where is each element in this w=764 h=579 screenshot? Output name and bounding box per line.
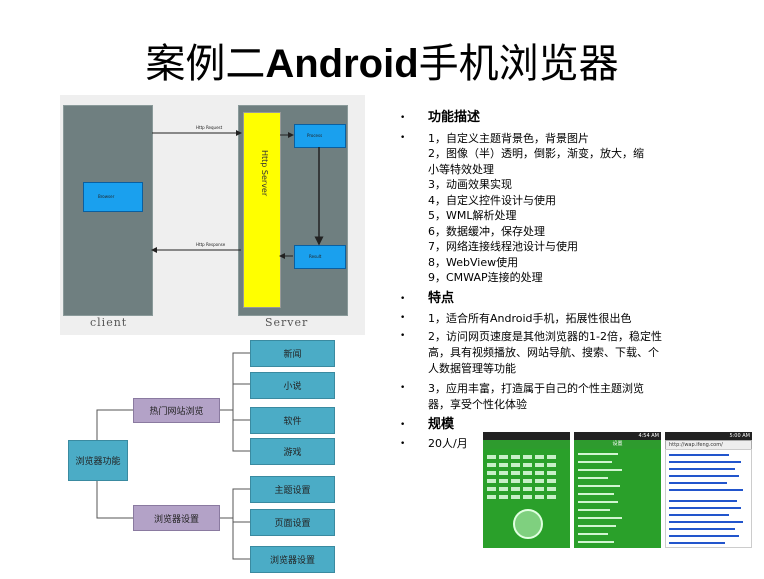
- feature-item: 小等特效处理: [428, 163, 494, 176]
- tree-branch-hot-sites: 热门网站浏览: [133, 398, 220, 423]
- characteristic-item: 1，适合所有Android手机，拓展性很出色: [428, 312, 632, 325]
- heading-feature-description: 功能描述: [428, 110, 481, 125]
- feature-item: 4，自定义控件设计与使用: [428, 194, 556, 207]
- tree-leaf-browser-settings: 浏览器设置: [250, 546, 335, 573]
- feature-item: 7，网络连接线程池设计与使用: [428, 240, 578, 253]
- request-arrow-label: Http Request: [196, 125, 223, 130]
- slide-title: 案例二Android手机浏览器: [0, 38, 764, 90]
- client-browser-box: Browser: [83, 182, 143, 212]
- title-bar: [483, 440, 570, 449]
- server-label: Server: [265, 316, 309, 329]
- feature-item: 2，图像（半）透明，倒影，渐变，放大，缩: [428, 147, 644, 160]
- title-part-2: 手机浏览器: [418, 41, 619, 87]
- tree-branch-settings: 浏览器设置: [133, 505, 220, 531]
- http-server-bar: [243, 112, 281, 308]
- tree-root-node: 浏览器功能: [68, 440, 128, 481]
- characteristic-item: 高，具有视频播放、网站导航、搜索、下载、个: [428, 346, 659, 359]
- server-result-box: Result: [294, 245, 346, 269]
- bullet: •: [400, 133, 406, 143]
- server-process-box: Process: [294, 124, 346, 148]
- client-inner-label: Browser: [98, 194, 115, 199]
- home-grid: [483, 449, 570, 548]
- feature-item: 8，WebView使用: [428, 256, 519, 269]
- tree-leaf-novels: 小说: [250, 372, 335, 399]
- bullet: •: [400, 294, 406, 304]
- status-bar: 5:00 AM: [665, 432, 752, 440]
- status-bar: [483, 432, 570, 440]
- feature-item: 3，动画效果实现: [428, 178, 512, 191]
- feature-item: 1，自定义主题背景色，背景图片: [428, 132, 589, 145]
- bullet: •: [400, 313, 406, 323]
- status-bar: 4:54 AM: [574, 432, 661, 440]
- status-time: 5:00 AM: [729, 433, 750, 439]
- server-top-label: Process: [307, 133, 323, 138]
- characteristic-item: 器，享受个性化体验: [428, 398, 527, 411]
- tree-leaf-page-settings: 页面设置: [250, 509, 335, 536]
- tree-leaf-theme-settings: 主题设置: [250, 476, 335, 503]
- http-server-label: Http Server: [260, 150, 269, 197]
- feature-item: 9，CMWAP连接的处理: [428, 271, 543, 284]
- title-part-1: 案例二: [145, 41, 266, 87]
- settings-title: 设置: [574, 440, 661, 449]
- heading-characteristics: 特点: [428, 291, 455, 306]
- bullet: •: [400, 439, 406, 449]
- tree-connectors: [96, 352, 250, 560]
- characteristic-item: 人数据管理等功能: [428, 362, 516, 375]
- bullet: •: [400, 383, 406, 393]
- scale-value: 20人/月: [428, 437, 468, 450]
- browser-screenshots: 4:54 AM 设置 5:00 AM http://wap.ifeng.com/: [483, 432, 753, 548]
- client-label: client: [90, 316, 128, 329]
- title-part-android: Android: [265, 42, 419, 86]
- bullet: •: [400, 420, 406, 430]
- response-arrow-label: Http Response: [196, 242, 226, 247]
- webpage-content: [665, 449, 752, 548]
- heading-scale: 规模: [428, 417, 455, 432]
- tree-leaf-software: 软件: [250, 407, 335, 434]
- tree-leaf-news: 新闻: [250, 340, 335, 367]
- characteristic-item: 3，应用丰富，打造属于自己的个性主题浏览: [428, 382, 644, 395]
- characteristic-item: 2，访问网页速度是其他浏览器的1-2倍，稳定性: [428, 330, 662, 343]
- settings-list: [574, 449, 661, 548]
- feature-item: 6，数据缓冲，保存处理: [428, 225, 545, 238]
- status-time: 4:54 AM: [638, 433, 659, 439]
- phone-screen-home: [483, 432, 570, 548]
- bullet: •: [400, 331, 406, 341]
- navigation-wheel-icon: [513, 509, 543, 539]
- bullet: •: [400, 113, 406, 123]
- feature-item: 5，WML解析处理: [428, 209, 517, 222]
- tree-leaf-games: 游戏: [250, 438, 335, 465]
- server-bottom-label: Result: [309, 254, 322, 259]
- phone-screen-webpage: 5:00 AM http://wap.ifeng.com/: [665, 432, 752, 548]
- phone-screen-settings: 4:54 AM 设置: [574, 432, 661, 548]
